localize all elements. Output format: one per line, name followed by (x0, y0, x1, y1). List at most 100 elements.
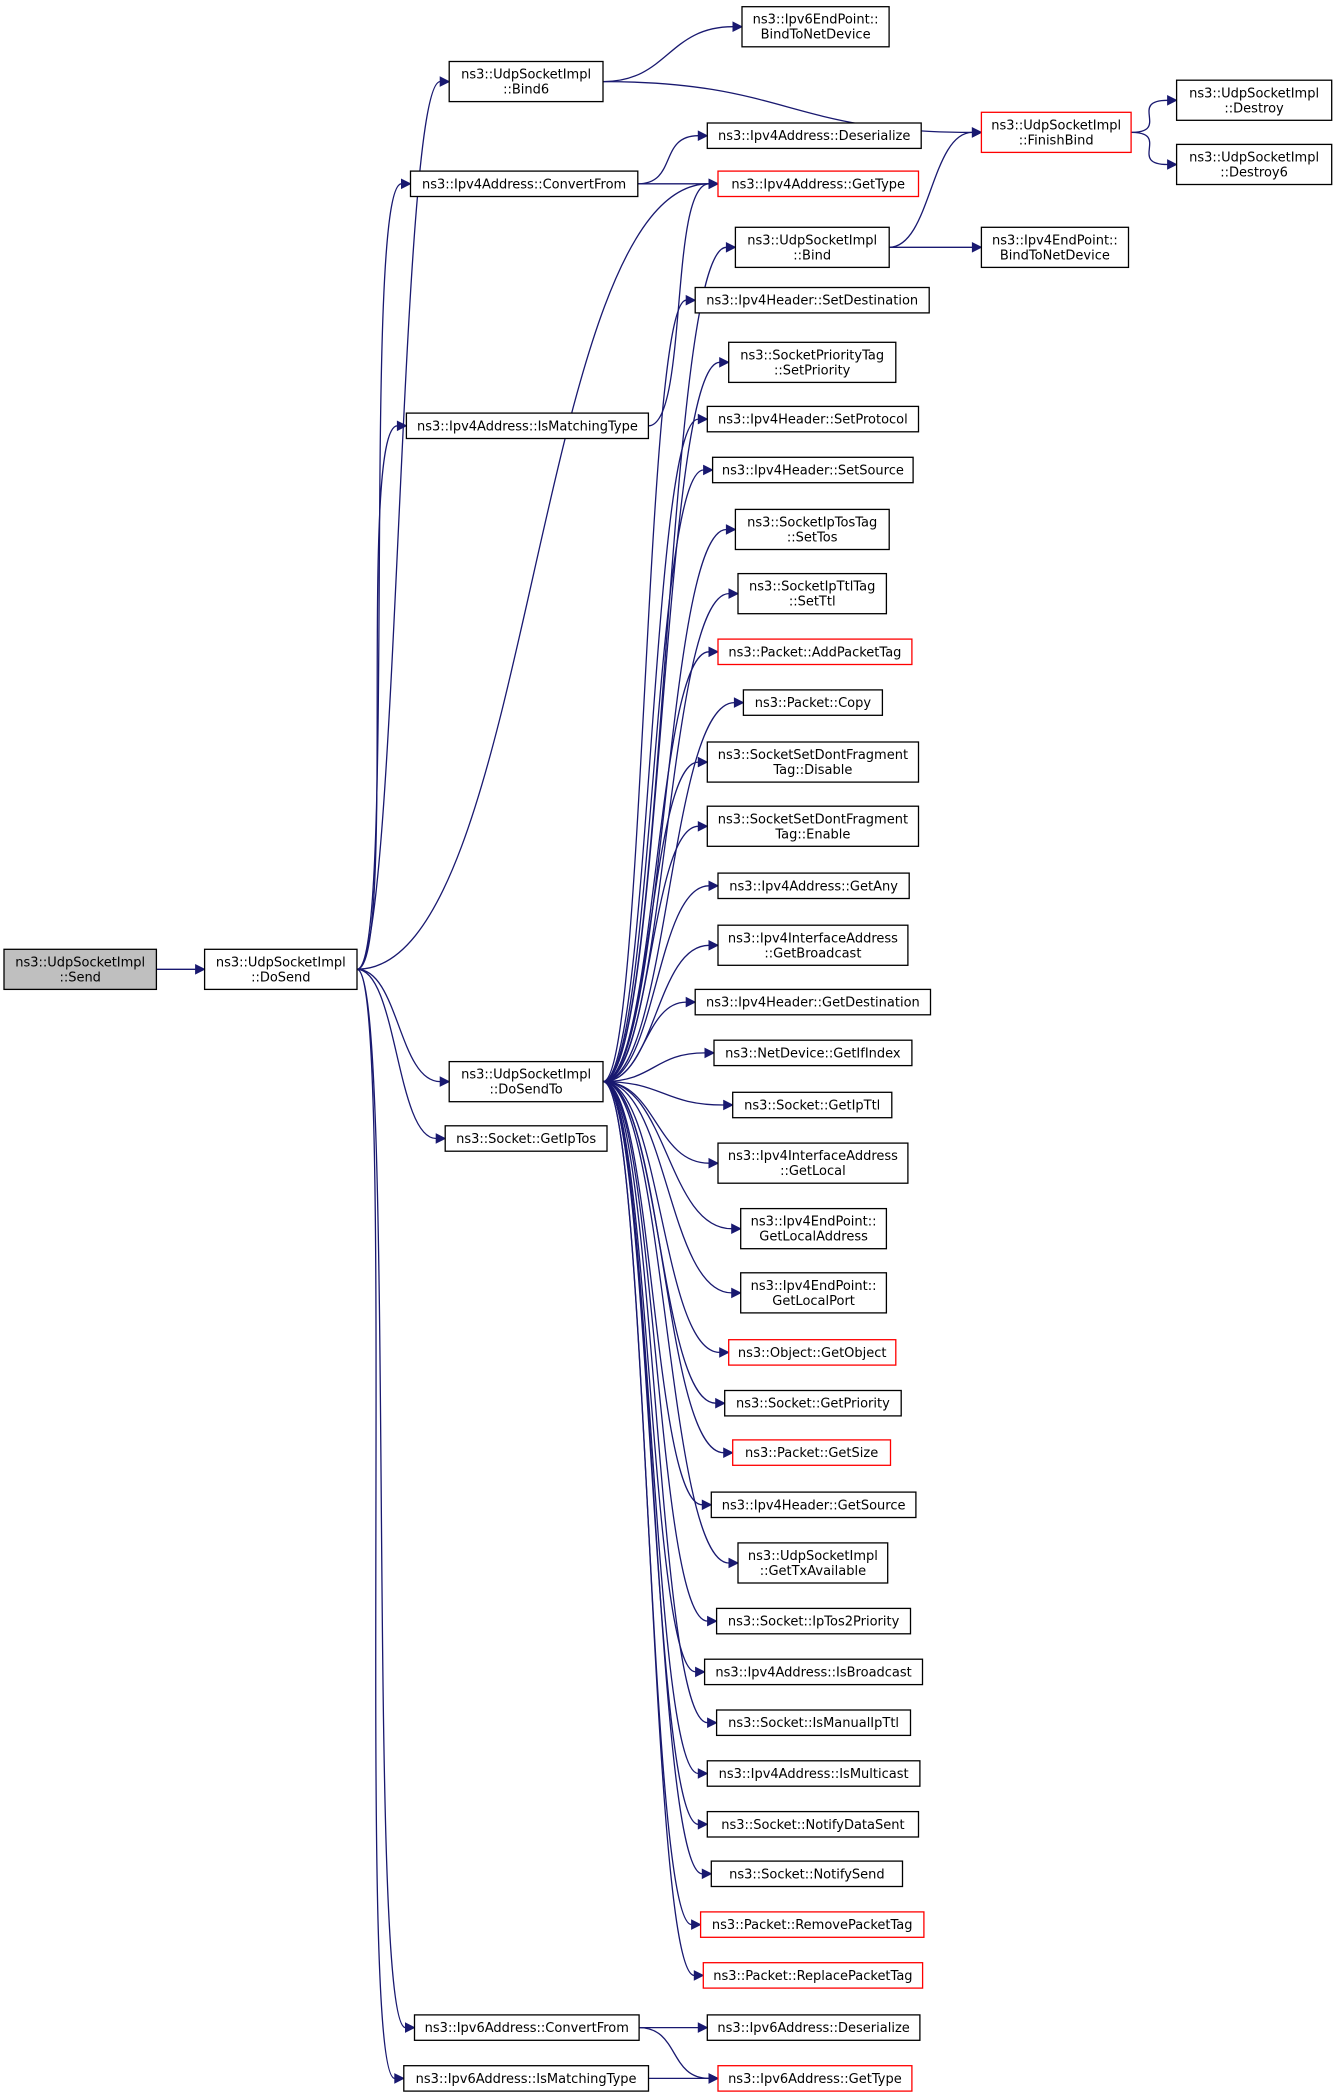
node-label: ns3::SocketSetDontFragment (718, 812, 908, 827)
node-c_getbcast[interactable]: ns3::Ipv4InterfaceAddress::GetBroadcast (717, 924, 909, 966)
node-c_copy[interactable]: ns3::Packet::Copy (742, 689, 884, 716)
node-ipv4_gettype[interactable]: ns3::Ipv4Address::GetType (717, 170, 920, 198)
edge-dosendto-to-c_replacetag (602, 1080, 695, 1977)
node-label: ns3::Ipv6Address::ConvertFrom (425, 2021, 629, 2036)
edge-dosendto-to-c_gettxavail (602, 1080, 730, 1564)
node-label: ::SetPriority (774, 363, 851, 378)
node-label: ::FinishBind (1019, 133, 1094, 148)
node-c_getlocaladdr[interactable]: ns3::Ipv4EndPoint::GetLocalAddress (740, 1207, 888, 1250)
node-c_removetag[interactable]: ns3::Packet::RemovePacketTag (699, 1911, 925, 1938)
node-destroy6[interactable]: ns3::UdpSocketImpl::Destroy6 (1175, 143, 1333, 186)
arrowhead-bind-to-ipv4ep_bind (971, 241, 983, 253)
edge-dosendto-to-c_getobject (602, 1080, 720, 1354)
arrowhead-send-to-dosend (195, 963, 206, 975)
edge-dosendto-to-c_getdest (602, 1001, 687, 1083)
arrowhead-dosendto-to-c_notifysent (697, 1818, 709, 1830)
node-c_getlocalport[interactable]: ns3::Ipv4EndPoint::GetLocalPort (740, 1272, 888, 1314)
node-box (448, 1060, 604, 1103)
node-ipv6ep_bind[interactable]: ns3::Ipv6EndPoint::BindToNetDevice (741, 6, 890, 48)
node-box (732, 1439, 892, 1466)
edge-dosend-to-getiptos (356, 968, 437, 1140)
node-ipv6_convert[interactable]: ns3::Ipv6Address::ConvertFrom (413, 2014, 640, 2041)
node-label: ::GetLocal (780, 1164, 846, 1179)
node-box (740, 1207, 888, 1250)
node-finishbind[interactable]: ns3::UdpSocketImpl::FinishBind (980, 111, 1132, 154)
node-label: ns3::Socket::NotifySend (729, 1867, 885, 1882)
node-box (717, 1142, 909, 1184)
node-send[interactable]: ns3::UdpSocketImpl::Send (3, 948, 158, 991)
node-c_isbcast[interactable]: ns3::Ipv4Address::IsBroadcast (703, 1658, 924, 1686)
arrowhead-dosendto-to-c_isbcast (695, 1666, 706, 1678)
arrowhead-bind-to-finishbind (971, 127, 983, 138)
node-label: ns3::Packet::GetSize (745, 1446, 878, 1461)
node-dosend[interactable]: ns3::UdpSocketImpl::DoSend (203, 948, 358, 991)
edge-dosendto-to-c_getsize (602, 1080, 724, 1454)
node-label: ns3::NetDevice::GetIfIndex (725, 1046, 901, 1061)
node-bind6[interactable]: ns3::UdpSocketImpl::Bind6 (448, 60, 604, 103)
arrowhead-ipv4_ismatch-to-ipv4_gettype (708, 178, 720, 190)
node-box (724, 1389, 902, 1417)
node-label: ns3::Ipv4Header::GetSource (722, 1498, 906, 1513)
arrowhead-dosendto-to-c_getbcast (708, 939, 720, 951)
node-label: ::Bind (793, 248, 831, 263)
node-c_getsrc[interactable]: ns3::Ipv4Header::GetSource (710, 1491, 917, 1519)
node-c_getany[interactable]: ns3::Ipv4Address::GetAny (717, 872, 910, 900)
node-c_getobject[interactable]: ns3::Object::GetObject (728, 1339, 897, 1366)
edge-dosend-to-ipv6_ismatch (356, 968, 396, 2080)
node-box (706, 122, 922, 150)
node-c_getifidx[interactable]: ns3::NetDevice::GetIfIndex (713, 1039, 913, 1067)
node-label: ns3::Ipv4EndPoint:: (751, 1215, 877, 1230)
node-c_tos2prio[interactable]: ns3::Socket::IpTos2Priority (715, 1607, 912, 1635)
edge-dosendto-to-c_ismanualttl (602, 1080, 708, 1724)
edge-dosendto-to-c_getipttl (602, 1080, 724, 1106)
node-c_replacetag[interactable]: ns3::Packet::ReplacePacketTag (702, 1962, 924, 1989)
node-ipv4_deser[interactable]: ns3::Ipv4Address::Deserialize (706, 122, 922, 150)
arrowhead-dosendto-to-c_getobject (719, 1347, 730, 1358)
node-c_settos[interactable]: ns3::SocketIpTosTag::SetTos (734, 508, 890, 551)
node-dosendto[interactable]: ns3::UdpSocketImpl::DoSendTo (448, 1060, 604, 1103)
node-c_addtag[interactable]: ns3::Packet::AddPacketTag (717, 638, 913, 666)
node-c_ismcast[interactable]: ns3::Ipv4Address::IsMulticast (706, 1760, 921, 1787)
node-c_notifysent[interactable]: ns3::Socket::NotifyDataSent (706, 1810, 920, 1838)
node-c_ismanualttl[interactable]: ns3::Socket::IsManualIpTtl (715, 1709, 912, 1737)
edge-dosend-to-ipv4_ismatch (356, 425, 398, 970)
node-ipv4_ismatch[interactable]: ns3::Ipv4Address::IsMatchingType (405, 412, 650, 440)
node-ipv6_ismatch[interactable]: ns3::Ipv6Address::IsMatchingType (403, 2065, 650, 2092)
arrowhead-dosendto-to-c_setdest (685, 294, 697, 306)
node-c_setproto[interactable]: ns3::Ipv4Header::SetProtocol (706, 405, 920, 433)
node-label: ns3::Socket::GetIpTos (456, 1132, 596, 1147)
node-c_getlocal[interactable]: ns3::Ipv4InterfaceAddress::GetLocal (717, 1142, 909, 1184)
node-c_setsrc[interactable]: ns3::Ipv4Header::SetSource (711, 456, 914, 484)
node-label: ns3::Ipv4EndPoint:: (992, 233, 1118, 248)
node-ipv4ep_bind[interactable]: ns3::Ipv4EndPoint::BindToNetDevice (980, 226, 1130, 269)
edge-ipv4_ismatch-to-ipv4_gettype (648, 183, 710, 427)
node-c_getipttl[interactable]: ns3::Socket::GetIpTtl (732, 1091, 893, 1119)
edge-dosendto-to-c_setdest (602, 299, 687, 1083)
node-destroy[interactable]: ns3::UdpSocketImpl::Destroy (1175, 79, 1333, 121)
node-getiptos[interactable]: ns3::Socket::GetIpTos (444, 1125, 608, 1152)
arrowhead-dosendto-to-c_getlocalport (731, 1287, 742, 1299)
node-c_getprio[interactable]: ns3::Socket::GetPriority (724, 1389, 902, 1417)
arrowhead-dosendto-to-c_getany (708, 880, 720, 892)
node-c_setdest[interactable]: ns3::Ipv4Header::SetDestination (694, 286, 930, 314)
node-c_notifysend[interactable]: ns3::Socket::NotifySend (710, 1860, 904, 1888)
arrowhead-ipv6_convert-to-ipv6_deser (697, 2022, 709, 2033)
node-c_gettxavail[interactable]: ns3::UdpSocketImpl::GetTxAvailable (737, 1542, 889, 1584)
node-c_setprio[interactable]: ns3::SocketPriorityTag::SetPriority (728, 341, 897, 384)
node-ipv6_gettype[interactable]: ns3::Ipv6Address::GetType (717, 2065, 913, 2092)
edge-bind6-to-ipv6ep_bind (602, 26, 734, 83)
node-ipv4_convert[interactable]: ns3::Ipv4Address::ConvertFrom (409, 170, 639, 198)
arrowhead-dosendto-to-c_setttl (728, 588, 740, 599)
node-box (742, 689, 884, 716)
arrowhead-dosendto-to-c_getipttl (723, 1099, 734, 1111)
node-c_setttl[interactable]: ns3::SocketIpTtlTag::SetTtl (737, 572, 888, 615)
arrowhead-dosend-to-ipv4_ismatch (396, 420, 408, 432)
arrowhead-dosendto-to-c_setproto (697, 413, 709, 425)
node-c_getsize[interactable]: ns3::Packet::GetSize (732, 1439, 892, 1466)
node-c_getdest[interactable]: ns3::Ipv4Header::GetDestination (694, 988, 932, 1016)
node-ipv6_deser[interactable]: ns3::Ipv6Address::Deserialize (706, 2014, 921, 2041)
node-bind[interactable]: ns3::UdpSocketImpl::Bind (734, 226, 890, 269)
